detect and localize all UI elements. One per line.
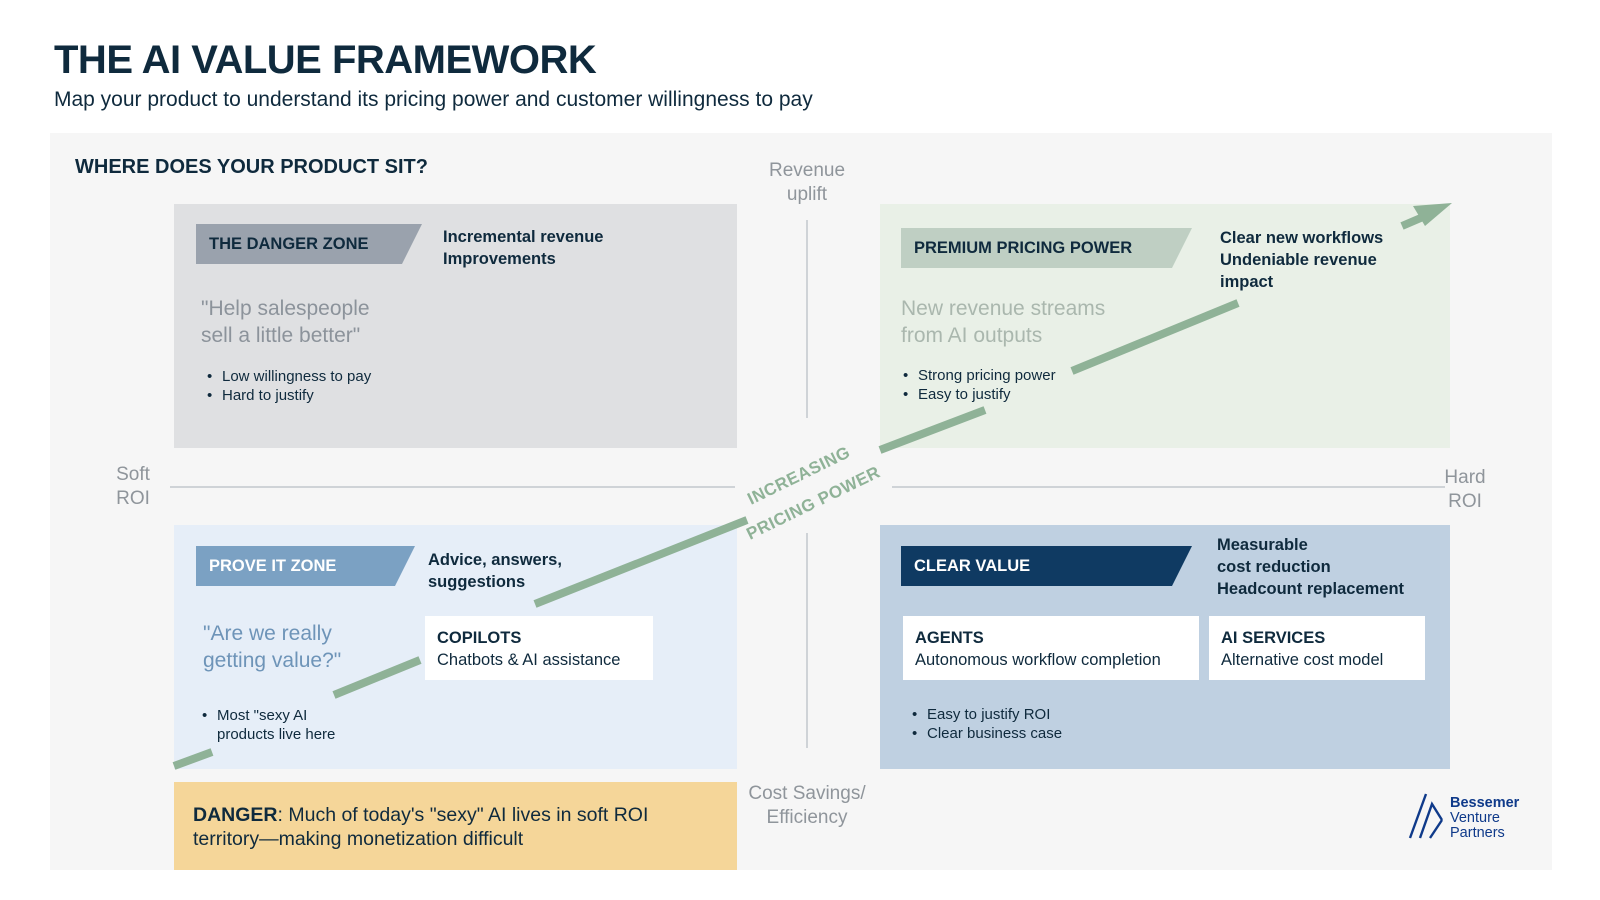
card-title: COPILOTS bbox=[437, 629, 522, 647]
danger-zone-quote: "Help salespeople sell a little better" bbox=[201, 297, 370, 347]
list-item: Low willingness to pay bbox=[206, 367, 371, 386]
list-item: Clear business case bbox=[911, 724, 1062, 743]
premium-pricing-bullets: Strong pricing power Easy to justify bbox=[902, 366, 1056, 404]
bessemer-logo-icon bbox=[1408, 793, 1444, 839]
card-title: AGENTS bbox=[915, 629, 984, 647]
premium-pricing-tag: PREMIUM PRICING POWER bbox=[901, 228, 1192, 268]
premium-pricing-quote: New revenue streams from AI outputs bbox=[901, 297, 1106, 347]
clear-value-bullets: Easy to justify ROI Clear business case bbox=[911, 705, 1062, 743]
list-item: Most "sexy AI products live here bbox=[201, 706, 335, 744]
danger-warning-box: DANGER: Much of today's "sexy" AI lives … bbox=[174, 782, 737, 870]
danger-zone-note: Incremental revenue Improvements bbox=[443, 228, 604, 268]
list-item: Easy to justify bbox=[902, 385, 1056, 404]
prove-it-zone-tag: PROVE IT ZONE bbox=[196, 546, 415, 586]
card-description: Chatbots & AI assistance bbox=[437, 651, 621, 669]
warning-strong: DANGER bbox=[193, 804, 278, 826]
danger-zone-tag: THE DANGER ZONE bbox=[196, 224, 422, 264]
agents-card: AGENTS Autonomous workflow completion bbox=[903, 616, 1199, 680]
page-title: THE AI VALUE FRAMEWORK bbox=[54, 38, 597, 82]
list-item: Easy to justify ROI bbox=[911, 705, 1062, 724]
copilots-card: COPILOTS Chatbots & AI assistance bbox=[425, 616, 653, 680]
warning-text: : Much of today's "sexy" AI lives in sof… bbox=[193, 804, 649, 850]
bessemer-logo-text: Bessemer Venture Partners bbox=[1450, 795, 1520, 841]
ai-services-card: AI SERVICES Alternative cost model bbox=[1209, 616, 1425, 680]
card-description: Autonomous workflow completion bbox=[915, 651, 1161, 669]
premium-pricing-note: Clear new workflows Undeniable revenue i… bbox=[1220, 229, 1384, 291]
card-description: Alternative cost model bbox=[1221, 651, 1384, 669]
prove-it-zone-bullets: Most "sexy AI products live here bbox=[201, 706, 335, 744]
page-subtitle: Map your product to understand its prici… bbox=[54, 88, 813, 111]
clear-value-tag: CLEAR VALUE bbox=[901, 546, 1192, 586]
canvas-heading: WHERE DOES YOUR PRODUCT SIT? bbox=[75, 156, 428, 178]
clear-value-note: Measurable cost reduction Headcount repl… bbox=[1217, 536, 1405, 598]
axis-label-cost-savings: Cost Savings/Efficiency bbox=[748, 783, 866, 828]
list-item: Strong pricing power bbox=[902, 366, 1056, 385]
list-item: Hard to justify bbox=[206, 386, 371, 405]
prove-it-zone-quote: "Are we really getting value?" bbox=[203, 622, 342, 672]
prove-it-zone-note: Advice, answers, suggestions bbox=[428, 551, 562, 591]
danger-zone-bullets: Low willingness to pay Hard to justify bbox=[206, 367, 371, 405]
card-title: AI SERVICES bbox=[1221, 629, 1326, 647]
